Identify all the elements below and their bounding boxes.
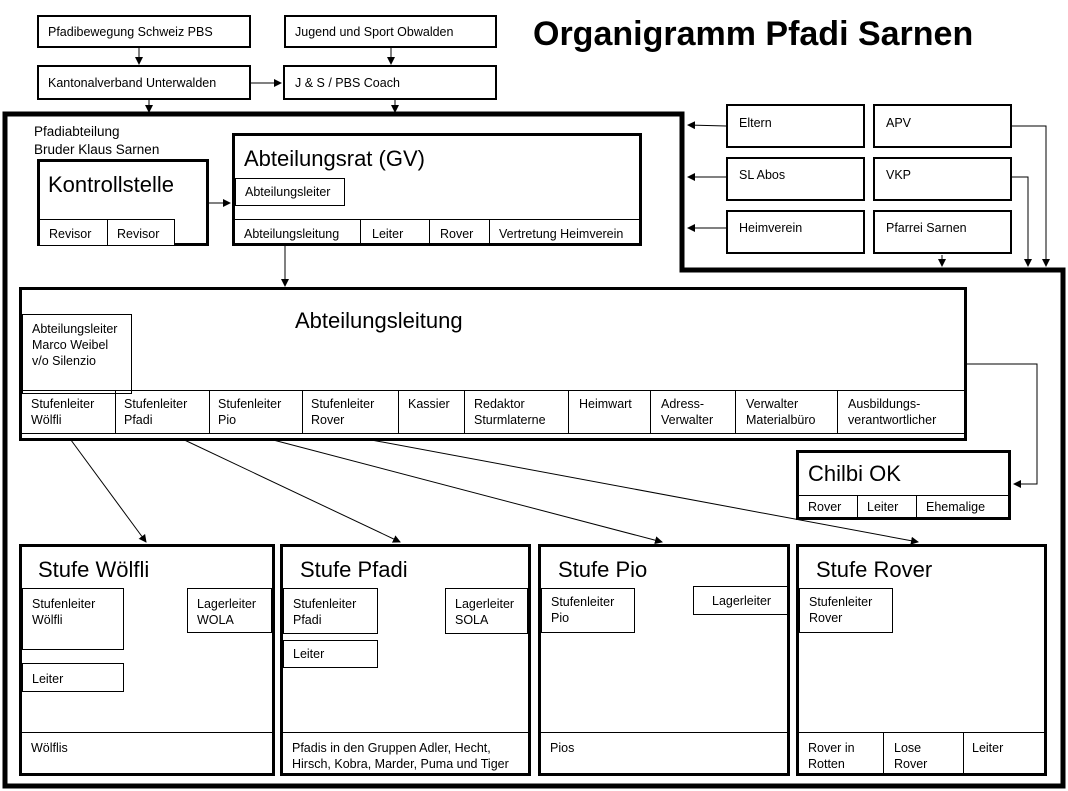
stufenleiter-cell: Stufenleiter Rover	[799, 588, 893, 633]
coach-box: J & S / PBS Coach	[283, 65, 497, 100]
lagerleiter-cell: Lagerleiter SOLA	[445, 588, 528, 634]
chilbi-cell: Leiter	[867, 500, 899, 514]
abteilungsrat-cell: Rover	[440, 227, 474, 241]
chilbi-cell: Ehemalige	[926, 500, 986, 514]
members-label: Rover in Rotten	[808, 741, 855, 771]
chilbi-ok-box: Chilbi OK Rover Leiter Ehemalige	[796, 450, 1011, 520]
stufe-pio-box: Stufe Pio Stufenleiter Pio Lagerleiter P…	[538, 544, 790, 776]
pfarrei-label: Pfarrei Sarnen	[886, 221, 967, 235]
kontrollstelle-box: Kontrollstelle Revisor Revisor	[37, 159, 209, 246]
js-obwalden-label: Jugend und Sport Obwalden	[295, 25, 454, 39]
members-label: Leiter	[972, 741, 1004, 755]
redaktor-cell: Redaktor Sturmlaterne	[474, 397, 546, 427]
stufenleiter-pfadi-cell: Stufenleiter Pfadi	[124, 397, 188, 427]
pbs-box: Pfadibewegung Schweiz PBS	[37, 15, 251, 48]
stufe-rover-box: Stufe Rover Stufenleiter Rover Rover in …	[796, 544, 1047, 776]
abteilungsleiter-cell: Abteilungsleiter Marco Weibel v/o Silenz…	[22, 314, 132, 394]
stufe-rover-title: Stufe Rover	[816, 557, 933, 582]
heimwart-cell: Heimwart	[579, 397, 632, 411]
abteilungsrat-title: Abteilungsrat (GV)	[244, 146, 425, 171]
chilbi-ok-title: Chilbi OK	[808, 461, 901, 486]
revisor-cell: Revisor	[39, 219, 108, 246]
kantonalverband-box: Kantonalverband Unterwalden	[37, 65, 251, 100]
vkp-box: VKP	[873, 157, 1012, 201]
kassier-cell: Kassier	[408, 397, 450, 411]
materialverwalter-cell: Verwalter Materialbüro	[746, 397, 816, 427]
sl-abos-label: SL Abos	[739, 168, 786, 182]
coach-label: J & S / PBS Coach	[295, 76, 400, 90]
kantonalverband-label: Kantonalverband Unterwalden	[48, 76, 217, 90]
abteilungsrat-box: Abteilungsrat (GV) Abteilungsleiter Abte…	[232, 133, 642, 246]
stufe-woelfli-title: Stufe Wölfli	[38, 557, 150, 582]
sl-abos-box: SL Abos	[726, 157, 865, 201]
stufenleiter-cell: Stufenleiter Pfadi	[283, 588, 378, 634]
eltern-label: Eltern	[739, 116, 772, 130]
members-label: Lose Rover	[894, 741, 928, 771]
abteilung-label: Pfadiabteilung Bruder Klaus Sarnen	[34, 124, 160, 157]
stufenleiter-cell: Stufenleiter Wölfli	[22, 588, 124, 650]
abteilungsleitung-box: Abteilungsleitung Abteilungsleiter Marco…	[19, 287, 967, 441]
stufenleiter-cell: Stufenleiter Pio	[541, 588, 635, 633]
heimverein-label: Heimverein	[739, 221, 803, 235]
heimverein-box: Heimverein	[726, 210, 865, 254]
abteilungsrat-cell: Abteilungsleitung	[244, 227, 340, 241]
lagerleiter-cell: Lagerleiter WOLA	[187, 588, 272, 633]
stufenleiter-rover-cell: Stufenleiter Rover	[311, 397, 375, 427]
page-title: Organigramm Pfadi Sarnen	[533, 15, 974, 53]
abteilungsrat-cell: Leiter	[372, 227, 404, 241]
lagerleiter-cell: Lagerleiter	[693, 586, 788, 615]
abteilungsrat-cell: Vertretung Heimverein	[499, 227, 624, 241]
stufenleiter-woelfli-cell: Stufenleiter Wölfli	[31, 397, 95, 427]
members-label: Pfadis in den Gruppen Adler, Hecht, Hirs…	[292, 741, 509, 771]
stufenleiter-pio-cell: Stufenleiter Pio	[218, 397, 282, 427]
ausbildung-cell: Ausbildungs- verantwortlicher	[848, 397, 937, 427]
vkp-label: VKP	[886, 168, 912, 182]
js-obwalden-box: Jugend und Sport Obwalden	[284, 15, 497, 48]
stufe-woelfli-box: Stufe Wölfli Stufenleiter Wölfli Lagerle…	[19, 544, 275, 776]
members-label: Pios	[550, 741, 575, 755]
apv-label: APV	[886, 116, 912, 130]
apv-box: APV	[873, 104, 1012, 148]
eltern-box: Eltern	[726, 104, 865, 148]
leiter-cell: Leiter	[22, 663, 124, 692]
adressverwalter-cell: Adress- Verwalter	[661, 397, 714, 427]
revisor-cell: Revisor	[107, 219, 175, 246]
stufe-pio-title: Stufe Pio	[558, 557, 648, 582]
abteilungsleiter-cell: Abteilungsleiter	[235, 178, 345, 206]
pbs-label: Pfadibewegung Schweiz PBS	[48, 25, 213, 39]
stufe-pfadi-title: Stufe Pfadi	[300, 557, 408, 582]
leiter-cell: Leiter	[283, 640, 378, 668]
members-label: Wölflis	[31, 741, 68, 755]
pfarrei-box: Pfarrei Sarnen	[873, 210, 1012, 254]
abteilungsleitung-title: Abteilungsleitung	[295, 308, 463, 333]
chilbi-cell: Rover	[808, 500, 842, 514]
stufe-pfadi-box: Stufe Pfadi Stufenleiter Pfadi Lagerleit…	[280, 544, 531, 776]
kontrollstelle-title: Kontrollstelle	[48, 172, 174, 197]
